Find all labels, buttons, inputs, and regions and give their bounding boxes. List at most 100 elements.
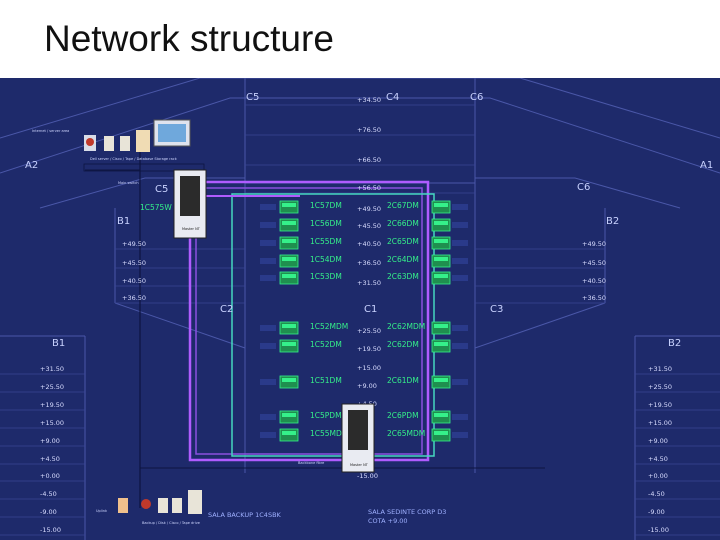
left-patch-panel	[260, 240, 276, 246]
left-switch-icon	[279, 375, 299, 389]
zone-c4: C4	[386, 92, 399, 103]
switch-ports	[434, 203, 448, 207]
center-level-label: +19.50	[357, 345, 381, 353]
bottom-legend-label: Uplink	[96, 509, 108, 513]
right-switch-icon	[431, 254, 451, 268]
right-node-label: 2C67DM	[387, 201, 419, 210]
right-switch-icon	[431, 410, 451, 424]
right-upper-level-label: +36.50	[582, 294, 606, 302]
right-node-label: 2C65DM	[387, 237, 419, 246]
zone-c5-top: C5	[246, 92, 259, 103]
left-lower-level-label: +15.00	[40, 419, 64, 427]
left-lower-level-label: -15.00	[40, 526, 61, 534]
left-patch-panel	[260, 222, 276, 228]
left-node-label: 1C55MDM	[310, 429, 348, 438]
left-lower-level-label: +9.00	[40, 437, 60, 445]
zone-b2-upper: B2	[606, 216, 619, 227]
switch-ports	[282, 413, 296, 417]
right-patch-panel	[452, 343, 468, 349]
bottom-server: Master NT Backbone fibre	[298, 403, 375, 473]
right-node-label: 2C61DM	[387, 376, 419, 385]
left-lower-level-label: +4.50	[40, 455, 60, 463]
switch-ports	[434, 431, 448, 435]
zone-c2: C2	[220, 304, 233, 315]
right-patch-panel	[452, 275, 468, 281]
right-upper-level-label: +49.50	[582, 240, 606, 248]
bottom-server-caption: Master NT	[350, 463, 369, 467]
left-node-label: 1C51DM	[310, 376, 342, 385]
server-icon	[172, 498, 182, 513]
center-level-label: +9.00	[357, 382, 377, 390]
purple-backbone-ring	[188, 180, 430, 462]
right-patch-panel	[452, 222, 468, 228]
link-label: Backbone fibre	[298, 461, 324, 465]
center-level-label: +34.50	[357, 96, 381, 104]
left-upper-level-label: +45.50	[122, 259, 146, 267]
level-labels: +34.50+76.50+66.50+56.50+49.50+45.50+40.…	[40, 96, 672, 534]
left-node-label: 1C56DM	[310, 219, 342, 228]
right-lower-level-label: -4.50	[648, 490, 665, 498]
left-patch-panel	[260, 414, 276, 420]
center-level-label: +15.00	[357, 364, 381, 372]
left-switch-icon	[279, 321, 299, 335]
center-level-label: +36.50	[357, 259, 381, 267]
right-switch-icon	[431, 339, 451, 353]
zone-labels: C5 C4 C6 A2 A1 C5 C6 B1 B2 C2 C1 C3 B1 B…	[25, 92, 713, 349]
right-lower-level-label: +9.00	[648, 437, 668, 445]
right-upper-level-label: +40.50	[582, 277, 606, 285]
center-level-label: -15.00	[357, 472, 378, 480]
right-node-label: 2C65MDM	[387, 429, 425, 438]
right-lower-level-label: -15.00	[648, 526, 669, 534]
top-server-label: 1C575W	[140, 203, 172, 212]
right-node-label: 2C62MDM	[387, 322, 425, 331]
zone-c6-mid: C6	[577, 182, 590, 193]
database-icon	[136, 130, 150, 152]
left-switch-icon	[279, 271, 299, 285]
right-lower-level-label: +31.50	[648, 365, 672, 373]
right-patch-panel	[452, 258, 468, 264]
switch-ports	[282, 221, 296, 225]
right-node-label: 2C66DM	[387, 219, 419, 228]
right-switch-icon	[431, 428, 451, 442]
switch-ports	[282, 274, 296, 278]
main-switch-label: Main switch	[118, 181, 139, 185]
right-node-label: 2C6PDM	[387, 411, 419, 420]
right-patch-panel	[452, 414, 468, 420]
right-patch-panel	[452, 204, 468, 210]
server-icon	[158, 498, 168, 513]
zone-c6-top: C6	[470, 92, 483, 103]
switch-ports	[434, 221, 448, 225]
center-level-label: +49.50	[357, 205, 381, 213]
left-lower-level-label: +25.50	[40, 383, 64, 391]
left-switch-icon	[279, 410, 299, 424]
top-legend-label: Internet / server area	[32, 129, 69, 133]
right-node-label: 2C63DM	[387, 272, 419, 281]
right-patch-panel	[452, 379, 468, 385]
right-switch-icon	[431, 236, 451, 250]
center-level-label: +56.50	[357, 184, 381, 192]
right-switch-icon	[431, 271, 451, 285]
right-node-label: 2C62DM	[387, 340, 419, 349]
server-icon	[104, 136, 114, 151]
left-patch-panel	[260, 343, 276, 349]
switch-ports	[282, 203, 296, 207]
right-lower-level-label: +4.50	[648, 455, 668, 463]
top-devices-label: Dell server / Cisco / Tape / Database St…	[90, 157, 178, 161]
switch-ports	[282, 324, 296, 328]
left-switch-icon	[279, 339, 299, 353]
left-switch-icon	[279, 254, 299, 268]
bottom-device-cluster: Uplink Backup / Disk / Cisco / Tape driv…	[96, 490, 202, 525]
zone-b1-lower: B1	[52, 338, 65, 349]
server-icon	[120, 136, 130, 151]
network-nodes: 1C57DM1C56DM1C55DM1C54DM1C53DM1C52MDM1C5…	[260, 200, 468, 442]
switch-ports	[434, 342, 448, 346]
bottom-devices-label: Backup / Disk / Cisco / Tape drive	[142, 521, 200, 525]
switch-ports	[434, 239, 448, 243]
left-upper-level-label: +36.50	[122, 294, 146, 302]
top-server: 1C575W Master NT	[140, 169, 207, 239]
switch-ports	[434, 257, 448, 261]
right-upper-level-label: +45.50	[582, 259, 606, 267]
switch-ports	[434, 413, 448, 417]
right-patch-panel	[452, 432, 468, 438]
left-node-label: 1C57DM	[310, 201, 342, 210]
